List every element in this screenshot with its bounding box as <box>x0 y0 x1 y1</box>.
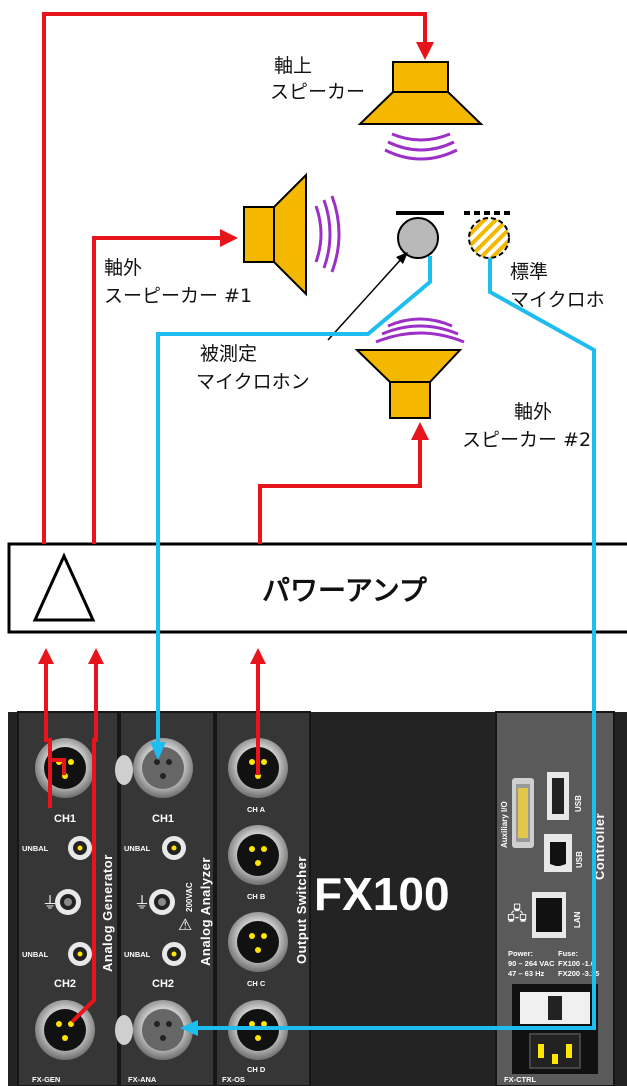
amplifier-triangle-icon <box>32 552 96 622</box>
ana-unbal1-jack[interactable] <box>162 836 186 860</box>
aux-io-label: Auxiliary I/O <box>500 801 509 848</box>
ana-ch2-latch <box>115 1015 133 1045</box>
os-chd-label: CH D <box>247 1065 266 1074</box>
ctrl-module-name: FX-CTRL <box>504 1075 536 1084</box>
ana-ground-jack[interactable] <box>149 889 175 915</box>
reference-microphone <box>464 211 514 259</box>
ana-ch1-xlr[interactable] <box>133 738 193 798</box>
brand-logo: FX100 <box>314 868 450 920</box>
arrow-gen-ch2-icon <box>88 648 104 664</box>
ana-module-title: Analog Analyzer <box>198 857 213 966</box>
wire-dut-mic-to-ana-ch1 <box>156 256 432 742</box>
ana-unbal2-label: UNBAL <box>124 950 151 959</box>
pointer-arrow-icon <box>396 252 408 264</box>
fuse-label: Fuse: <box>558 949 578 958</box>
power-label: Power: <box>508 949 533 958</box>
gen-ch1-label: CH1 <box>54 813 76 825</box>
dut-mic-line1: 被測定 <box>200 343 257 365</box>
network-icon: 🖧 <box>507 904 527 925</box>
power-amp-box <box>7 542 627 634</box>
off-axis-speaker-2 <box>354 317 465 419</box>
usb-a-port[interactable] <box>547 772 569 820</box>
os-module-title: Output Switcher <box>294 856 309 964</box>
off-axis-speaker-1 <box>243 172 341 297</box>
on-axis-speaker <box>357 61 484 161</box>
dut-mic-line2: マイクロホン <box>196 371 310 393</box>
os-chb-label: CH B <box>247 892 266 901</box>
label-dut-mic: 被測定 マイクロホン <box>196 343 310 393</box>
wire-amp-to-on-axis-speaker <box>42 12 427 544</box>
usb-b-port[interactable] <box>544 834 572 872</box>
ana-unbal1-label: UNBAL <box>124 844 151 853</box>
arrow-gen-ch1-icon <box>38 648 54 664</box>
reference-mic-line1: 標準 <box>510 261 548 283</box>
gen-ch2-label: CH2 <box>54 978 76 990</box>
wire-amp-to-off-axis-speaker-2 <box>258 438 422 544</box>
arrow-off-axis-1-icon <box>220 229 238 247</box>
lan-label: LAN <box>573 911 582 928</box>
label-on-axis-speaker: 軸上 スピーカー <box>270 55 365 103</box>
usb-b-label: USB <box>575 851 584 868</box>
arrow-off-axis-2-icon <box>411 422 429 440</box>
wire-ref-mic-to-ana-ch2 <box>196 258 596 1030</box>
os-chc-label: CH C <box>247 979 266 988</box>
arrow-ana-ch2-icon <box>180 1020 198 1036</box>
off-axis-speaker1-line1: 軸外 <box>104 257 142 279</box>
arrow-os-cha-icon <box>250 648 266 664</box>
on-axis-speaker-line2: スピーカー <box>270 81 365 103</box>
on-axis-speaker-line1: 軸上 <box>274 55 312 77</box>
reference-mic-line2: マイクロホ <box>510 289 605 311</box>
power-amplifier: パワーアンプ <box>7 542 627 634</box>
fuse-rating-1: FX100 -1.6 <box>558 959 595 968</box>
gen-unbal2-jack[interactable] <box>68 942 92 966</box>
ana-unbal2-jack[interactable] <box>162 942 186 966</box>
dut-mic-pointer <box>327 255 405 341</box>
ana-ch2-label: CH2 <box>152 978 174 990</box>
ana-module-name: FX-ANA <box>128 1075 157 1084</box>
label-off-axis-speaker-1: 軸外 スーピーカー #1 <box>104 257 252 307</box>
gen-unbal1-jack[interactable] <box>68 836 92 860</box>
ana-warning-icon: ⚠ <box>178 915 192 934</box>
lan-port[interactable] <box>532 892 566 938</box>
wire-amp-to-off-axis-speaker-1 <box>92 236 222 544</box>
arrow-on-axis-icon <box>416 42 434 60</box>
os-chc-xlr[interactable] <box>228 912 288 972</box>
aux-io-port[interactable] <box>512 778 534 848</box>
power-frequency: 47 – 63 Hz <box>508 969 545 978</box>
gen-ground-jack[interactable] <box>55 889 81 915</box>
ana-ch1-latch <box>115 755 133 785</box>
gen-module-name: FX-GEN <box>32 1075 60 1084</box>
power-amp-label: パワーアンプ <box>262 574 428 607</box>
off-axis-speaker2-line2: スピーカー #2 <box>462 429 591 451</box>
gen-unbal1-label: UNBAL <box>22 844 49 853</box>
ana-ch2-xlr[interactable] <box>133 1000 193 1060</box>
ana-ch1-label: CH1 <box>152 813 174 825</box>
sound-wave-icon <box>314 205 323 263</box>
usb-a-label: USB <box>574 795 583 812</box>
sound-wave-icon <box>387 317 453 328</box>
os-chb-xlr[interactable] <box>228 825 288 885</box>
gen-ground-icon: ⏚ <box>42 893 58 912</box>
label-reference-mic: 標準 マイクロホ <box>510 261 605 311</box>
ana-warning-text: 200VAC <box>185 882 194 912</box>
os-module-name: FX-OS <box>222 1075 245 1084</box>
arrow-ana-ch1-icon <box>150 742 166 760</box>
gen-unbal2-label: UNBAL <box>22 950 49 959</box>
sound-wave-icon <box>391 132 451 142</box>
ana-ground-icon: ⏚ <box>134 893 150 912</box>
gen-module-title: Analog Generator <box>100 854 115 972</box>
wire-gen-ch2-to-amp <box>70 662 98 1024</box>
off-axis-speaker2-line1: 軸外 <box>514 401 552 423</box>
fuse-rating-2: FX200 -3.15 <box>558 969 599 978</box>
off-axis-speaker1-line2: スーピーカー #1 <box>104 285 252 307</box>
label-off-axis-speaker-2: 軸外 スピーカー #2 <box>462 401 591 451</box>
dut-microphone <box>396 211 444 259</box>
power-voltage: 90 – 264 VAC <box>508 959 555 968</box>
os-cha-label: CH A <box>247 805 266 814</box>
